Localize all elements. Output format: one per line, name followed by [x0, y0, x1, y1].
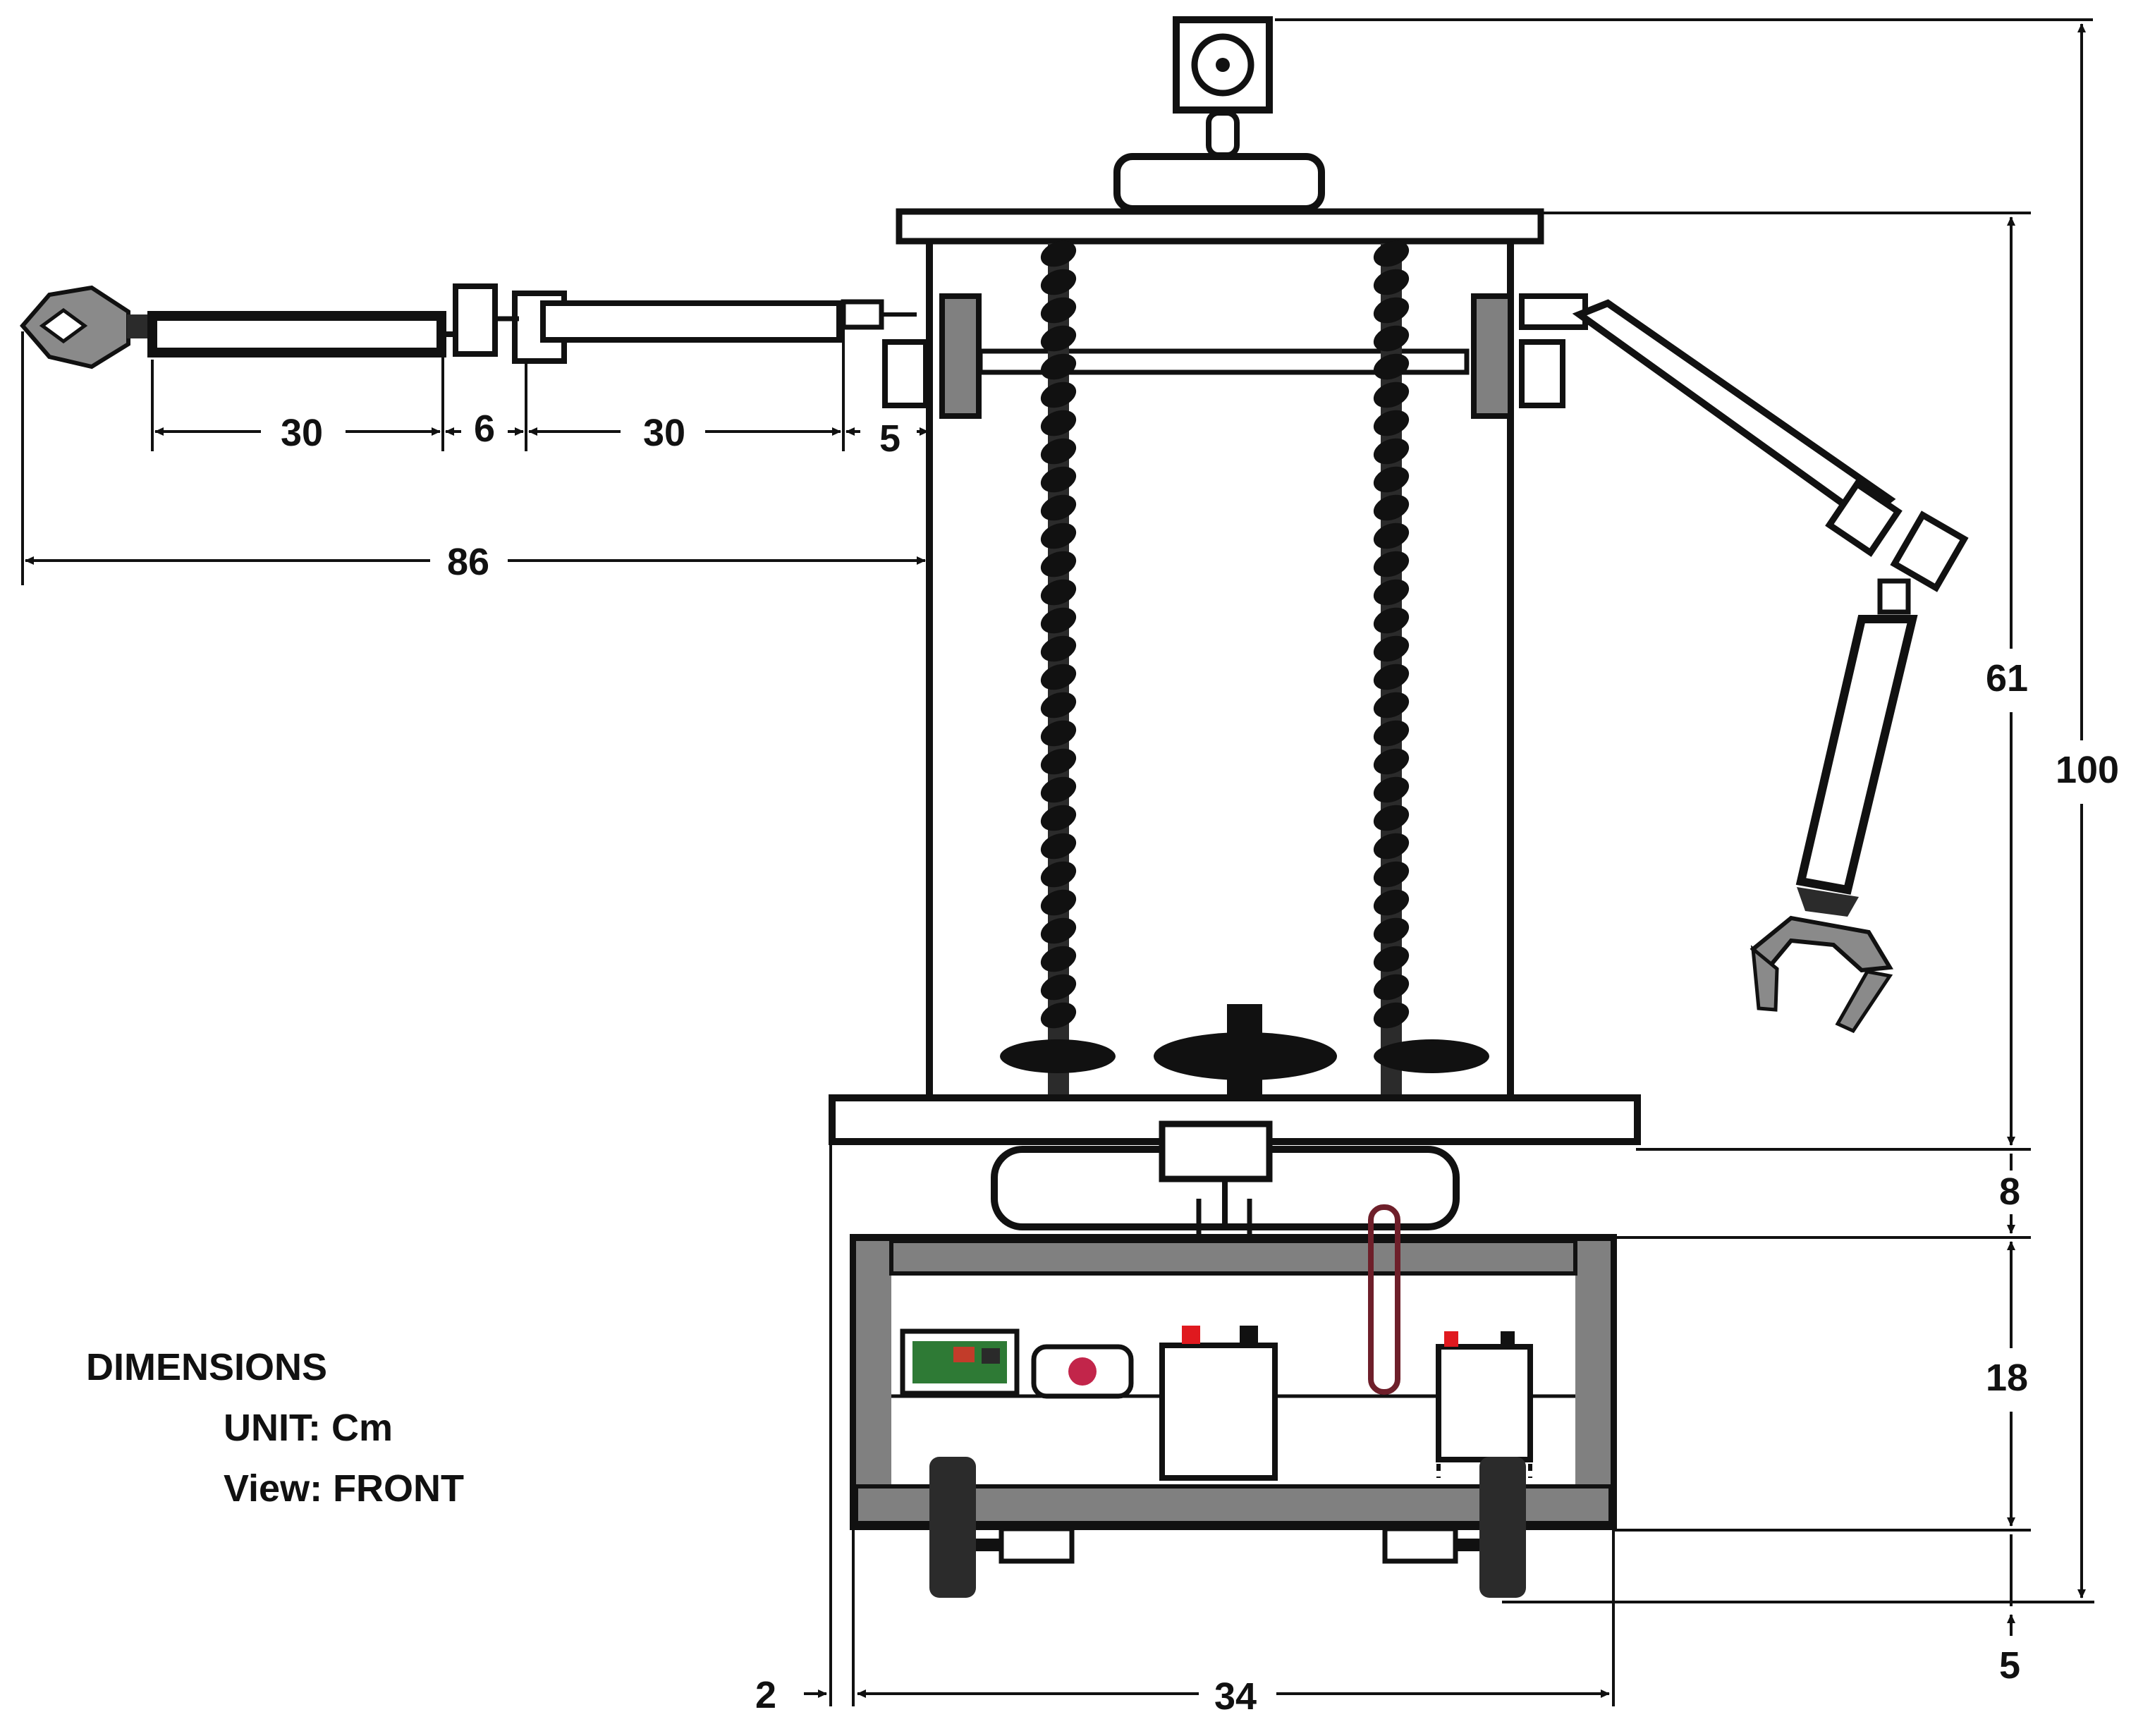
- screw-thread: [1373, 1002, 1410, 1029]
- lead-screw-left: [1040, 240, 1077, 1111]
- dim-left-arm-total-reach: 86: [447, 541, 489, 583]
- screw-thread: [1040, 974, 1077, 1001]
- screw-thread: [1373, 494, 1410, 521]
- screw-thread: [1040, 579, 1077, 606]
- screw-thread: [1040, 720, 1077, 747]
- screw-thread: [1373, 466, 1410, 493]
- screw-thread: [1040, 1002, 1077, 1029]
- screw-thread: [1373, 551, 1410, 577]
- dim-chassis-height: 18: [1986, 1357, 2028, 1399]
- dimension-labels: 30 6 30 5 86 61 100 8 18 5 2 34: [281, 408, 2119, 1718]
- left-arm: [20, 283, 917, 369]
- dimensions-legend: DIMENSIONS UNIT: Cm View: FRONT: [86, 1345, 464, 1510]
- screw-thread: [1373, 635, 1410, 662]
- legend-view: View: FRONT: [224, 1467, 465, 1510]
- screw-thread: [1373, 325, 1410, 352]
- tower-frame: [882, 208, 1565, 1100]
- dim-side-offset: 2: [755, 1674, 776, 1716]
- dim-left-arm-shoulder: 5: [879, 417, 900, 460]
- dim-wheel-clearance: 5: [1999, 1644, 2020, 1687]
- screw-thread: [1040, 805, 1077, 831]
- screw-thread: [1040, 946, 1077, 972]
- screw-thread: [1373, 664, 1410, 690]
- screw-thread: [1040, 833, 1077, 860]
- battery-right: [1436, 1331, 1533, 1478]
- lift-platform-discs: [1000, 1004, 1489, 1110]
- legend-unit: UNIT: Cm: [224, 1407, 393, 1449]
- screw-thread: [1040, 297, 1077, 324]
- dim-overall-height: 100: [2056, 749, 2119, 791]
- screw-thread: [1040, 353, 1077, 380]
- screw-thread: [1040, 664, 1077, 690]
- screw-thread: [1040, 551, 1077, 577]
- screw-thread: [1040, 607, 1077, 634]
- dim-base-gap: 8: [1999, 1170, 2020, 1213]
- screw-thread: [1373, 269, 1410, 295]
- screw-thread: [1373, 353, 1410, 380]
- screw-thread: [1373, 748, 1410, 775]
- screw-thread: [1040, 861, 1077, 888]
- dim-chassis-width: 34: [1214, 1675, 1257, 1718]
- screw-thread: [1373, 607, 1410, 634]
- dim-left-arm-joint: 6: [474, 408, 495, 450]
- screw-thread: [1373, 805, 1410, 831]
- dim-left-arm-segment-2: 30: [643, 412, 685, 454]
- screw-thread: [1373, 692, 1410, 719]
- screw-thread: [1040, 410, 1077, 436]
- screw-thread: [1040, 381, 1077, 408]
- screw-thread: [1373, 297, 1410, 324]
- camera-head: [1113, 16, 1325, 212]
- screw-thread: [1040, 240, 1077, 267]
- screw-thread: [1040, 776, 1077, 803]
- screw-thread: [1040, 917, 1077, 944]
- screw-thread: [1373, 776, 1410, 803]
- screw-thread: [1373, 889, 1410, 916]
- screw-thread: [1040, 692, 1077, 719]
- raspberry-pi-board: [1031, 1344, 1134, 1399]
- screw-thread: [1040, 748, 1077, 775]
- screw-thread: [1373, 974, 1410, 1001]
- screw-thread: [1373, 861, 1410, 888]
- screw-thread: [1040, 494, 1077, 521]
- screw-thread: [1040, 635, 1077, 662]
- screw-thread: [1040, 466, 1077, 493]
- screw-thread: [1373, 833, 1410, 860]
- right-arm: [1519, 293, 1969, 1034]
- screw-thread: [1373, 720, 1410, 747]
- dim-tower-height: 61: [1986, 657, 2028, 699]
- dimension-lines: [21, 18, 2094, 1706]
- motor-driver-board: [900, 1328, 1020, 1396]
- wheels: [929, 1457, 1526, 1598]
- screw-thread: [1373, 917, 1410, 944]
- screw-thread: [1373, 946, 1410, 972]
- screw-thread: [1040, 325, 1077, 352]
- screw-thread: [1373, 381, 1410, 408]
- screw-thread: [1373, 438, 1410, 465]
- lead-screw-right: [1373, 240, 1410, 1111]
- battery-left: [1159, 1326, 1278, 1481]
- screw-thread: [1040, 269, 1077, 295]
- screw-thread: [1040, 889, 1077, 916]
- screw-thread: [1040, 438, 1077, 465]
- dim-left-arm-segment-1: 30: [281, 412, 323, 454]
- screw-thread: [1373, 579, 1410, 606]
- screw-thread: [1040, 522, 1077, 549]
- screw-thread: [1373, 522, 1410, 549]
- drive-motor-housing: [991, 1120, 1460, 1234]
- screw-thread: [1373, 410, 1410, 436]
- screw-thread: [1373, 240, 1410, 267]
- legend-heading: DIMENSIONS: [86, 1346, 328, 1388]
- antenna: [1368, 1204, 1400, 1395]
